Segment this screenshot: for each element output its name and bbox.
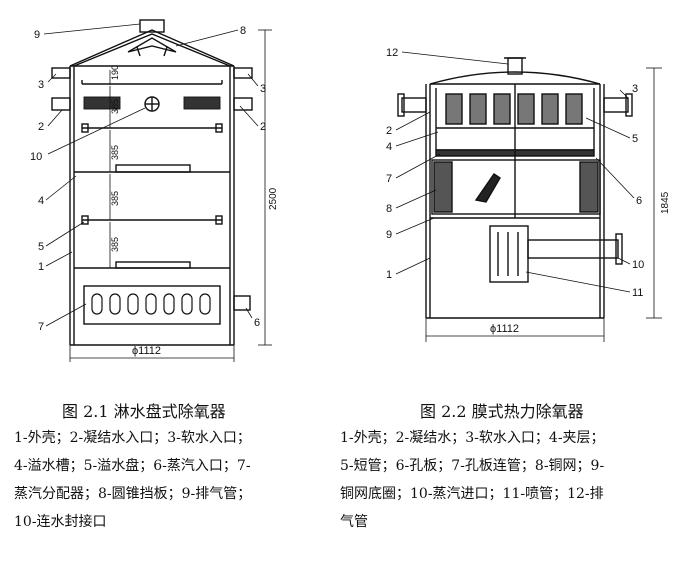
callout-6: 6: [636, 195, 642, 207]
callout-6: 6: [254, 317, 260, 329]
legend-line: 气管: [340, 514, 368, 530]
callout-1: 1: [38, 261, 44, 273]
legend-line: 蒸汽分配器；8-圆锥挡板；9-排气管；: [14, 486, 252, 502]
legend-line: 4-溢水槽；5-溢水盘；6-蒸汽入口；7-: [14, 458, 251, 474]
callout-2-right: 2: [260, 121, 266, 133]
callout-11: 11: [632, 287, 643, 299]
dim-385-4: 385: [110, 237, 120, 252]
dim-1845: 1845: [660, 191, 671, 214]
callout-3: 3: [632, 83, 638, 95]
legend-line: 10-连水封接口: [14, 514, 107, 530]
dim-385-3: 385: [110, 191, 120, 206]
callout-2-left: 2: [38, 121, 44, 133]
callout-9: 9: [34, 29, 40, 41]
legend-line: 5-短管；6-孔板；7-孔板连管；8-铜网；9-: [340, 458, 605, 474]
callout-7: 7: [386, 173, 392, 185]
callout-7: 7: [38, 321, 44, 333]
dim-190: 190: [110, 65, 120, 80]
callout-10: 10: [30, 151, 42, 163]
callout-4: 4: [386, 141, 392, 153]
figure-2-1-caption: 图 2.1 淋水盘式除氧器: [62, 402, 226, 421]
callout-5: 5: [38, 241, 44, 253]
figure-2-1-legend: 1-外壳；2-凝结水入口；3-软水入口； 4-溢水槽；5-溢水盘；6-蒸汽入口；…: [14, 424, 251, 536]
figure-2-1: [43, 19, 272, 362]
dim-diameter-2: ϕ1112: [490, 323, 519, 335]
legend-line: 铜网底圈；10-蒸汽进口；11-喷管；12-排: [340, 486, 604, 502]
callout-2: 2: [386, 125, 392, 137]
callout-9: 9: [386, 229, 392, 241]
dim-diameter-1: ϕ1112: [132, 345, 161, 357]
dim-385-1: 385: [110, 99, 120, 114]
callout-8: 8: [240, 25, 246, 37]
callout-8: 8: [386, 203, 392, 215]
callout-3-right: 3: [260, 83, 266, 95]
figure-2-2-legend: 1-外壳；2-凝结水；3-软水入口；4-夹层； 5-短管；6-孔板；7-孔板连管…: [340, 424, 605, 536]
callout-3-left: 3: [38, 79, 44, 91]
callout-10: 10: [632, 259, 644, 271]
figure-2-2-caption: 图 2.2 膜式热力除氧器: [420, 402, 584, 421]
dim-2500: 2500: [268, 187, 279, 210]
callout-12: 12: [386, 47, 398, 59]
legend-line: 1-外壳；2-凝结水；3-软水入口；4-夹层；: [340, 430, 605, 446]
callout-4: 4: [38, 195, 44, 207]
legend-line: 1-外壳；2-凝结水入口；3-软水入口；: [14, 430, 251, 446]
callout-5: 5: [632, 133, 638, 145]
figure-2-1-diagram: 9 8 3 3 2 2 10 4 5 1 7 6 190 385 385 385…: [30, 19, 671, 362]
dim-385-2: 385: [110, 145, 120, 160]
figure-2-2: [395, 51, 662, 342]
callout-1: 1: [386, 269, 392, 281]
